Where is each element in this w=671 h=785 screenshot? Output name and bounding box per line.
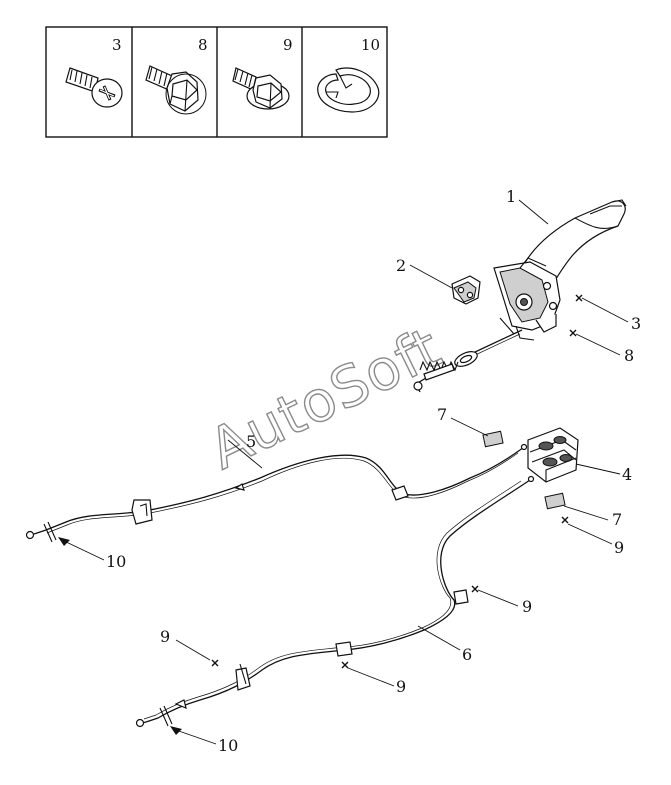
- hex-bolt-icon: [145, 65, 207, 115]
- callout-7-lower: 7: [612, 510, 622, 529]
- callout-8: 8: [624, 346, 634, 365]
- callout-9-left: 9: [160, 627, 170, 646]
- left-rear-brake-cable: [25, 443, 528, 543]
- callout-9-middle: 9: [522, 597, 532, 616]
- callout-6: 6: [462, 645, 472, 664]
- small-mounting-bracket: [451, 275, 481, 305]
- arrowhead-10-lower: [170, 726, 182, 735]
- callout-7-upper: 7: [437, 405, 447, 424]
- flange-bolt-icon: [232, 67, 290, 110]
- right-rear-brake-cable: [135, 475, 535, 728]
- cable-pad-upper: [482, 430, 504, 448]
- inset-number-3: 3: [112, 36, 122, 54]
- cable-guide-block: [527, 427, 579, 483]
- fastener-markers: [211, 294, 583, 669]
- callout-2: 2: [396, 256, 406, 275]
- inset-number-8: 8: [198, 36, 208, 54]
- callout-9-lower: 9: [396, 677, 406, 696]
- leader-lines: [61, 199, 629, 745]
- callout-10-upper: 10: [106, 552, 126, 571]
- inset-number-9: 9: [283, 36, 293, 54]
- fastener-inset-table: 3 8 9 10: [45, 26, 388, 138]
- callout-1: 1: [506, 187, 516, 206]
- arrowhead-10-upper: [58, 537, 70, 546]
- callout-3: 3: [631, 314, 641, 333]
- callout-10-lower: 10: [218, 736, 238, 755]
- callout-9-right: 9: [614, 538, 624, 557]
- hand-brake-lever-assembly: [413, 199, 627, 393]
- inset-number-10: 10: [361, 36, 380, 54]
- e-clip-icon: [317, 67, 380, 113]
- callout-5: 5: [246, 432, 256, 451]
- callout-4: 4: [622, 465, 632, 484]
- cable-pad-lower: [544, 492, 566, 510]
- pan-head-screw-icon: [65, 67, 123, 108]
